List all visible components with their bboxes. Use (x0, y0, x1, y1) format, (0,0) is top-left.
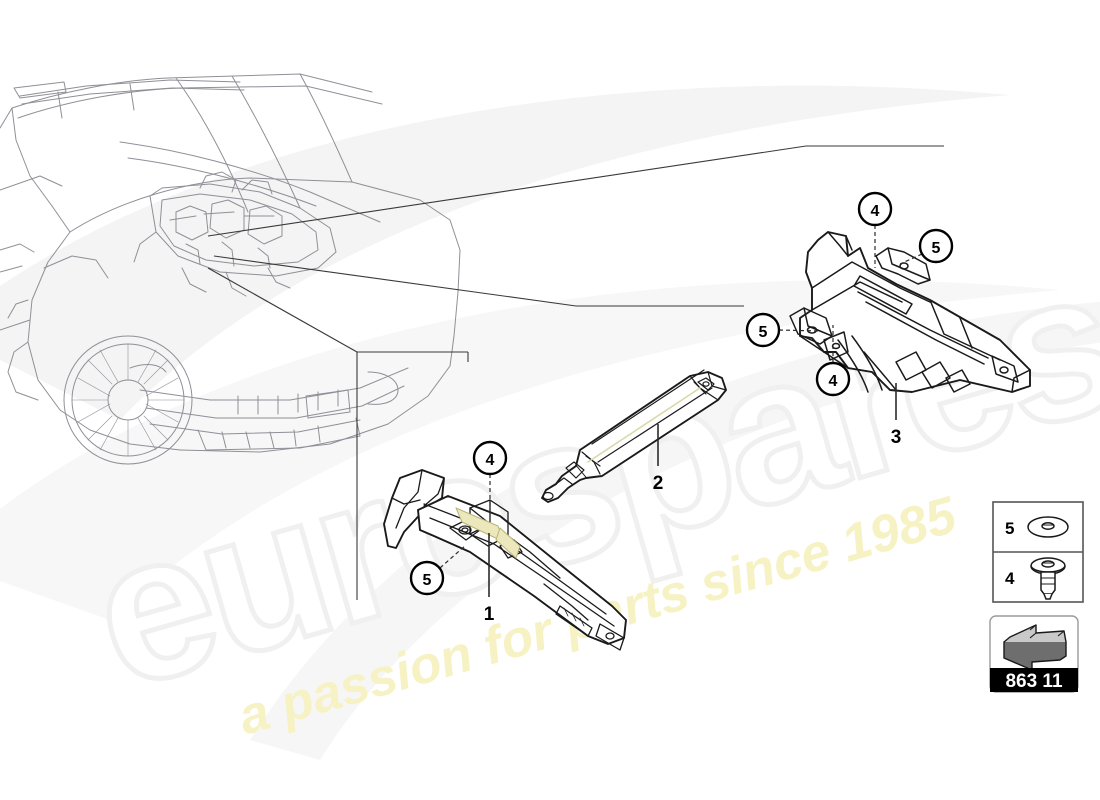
washer-icon (1027, 516, 1069, 538)
legend-row-washer-number: 5 (1005, 519, 1014, 538)
screw-rivet-icon (1030, 557, 1066, 600)
callout-5-top-label: 5 (932, 240, 941, 257)
badge-number: 863 11 (1005, 671, 1062, 692)
callout-5-left-label: 5 (759, 324, 768, 341)
callout-5-rail[interactable]: 5 (409, 560, 445, 596)
part-label-3: 3 (891, 427, 902, 448)
callout-4-rail-label: 4 (486, 452, 495, 469)
arrow-left-3d-icon (1003, 624, 1067, 671)
part-label-2: 2 (653, 473, 664, 494)
legend-row-washer[interactable]: 5 (1005, 516, 1069, 538)
legend-row-screw[interactable]: 4 (1005, 557, 1066, 600)
callout-5-top[interactable]: 5 (918, 228, 954, 264)
callout-5-left[interactable]: 5 (745, 312, 781, 348)
callout-4-lower[interactable]: 4 (815, 361, 851, 397)
callout-5-rail-label: 5 (423, 572, 432, 589)
part-label-1: 1 (484, 604, 495, 625)
callout-4-rail[interactable]: 4 (472, 440, 508, 476)
badge-number-bg (990, 668, 1078, 692)
callout-4-lower-label: 4 (829, 373, 838, 390)
leader-c5-rail (439, 544, 467, 569)
legend-row-screw-number: 4 (1005, 569, 1015, 588)
callout-4-top-label: 4 (871, 203, 880, 220)
callout-4-top[interactable]: 4 (857, 191, 893, 227)
